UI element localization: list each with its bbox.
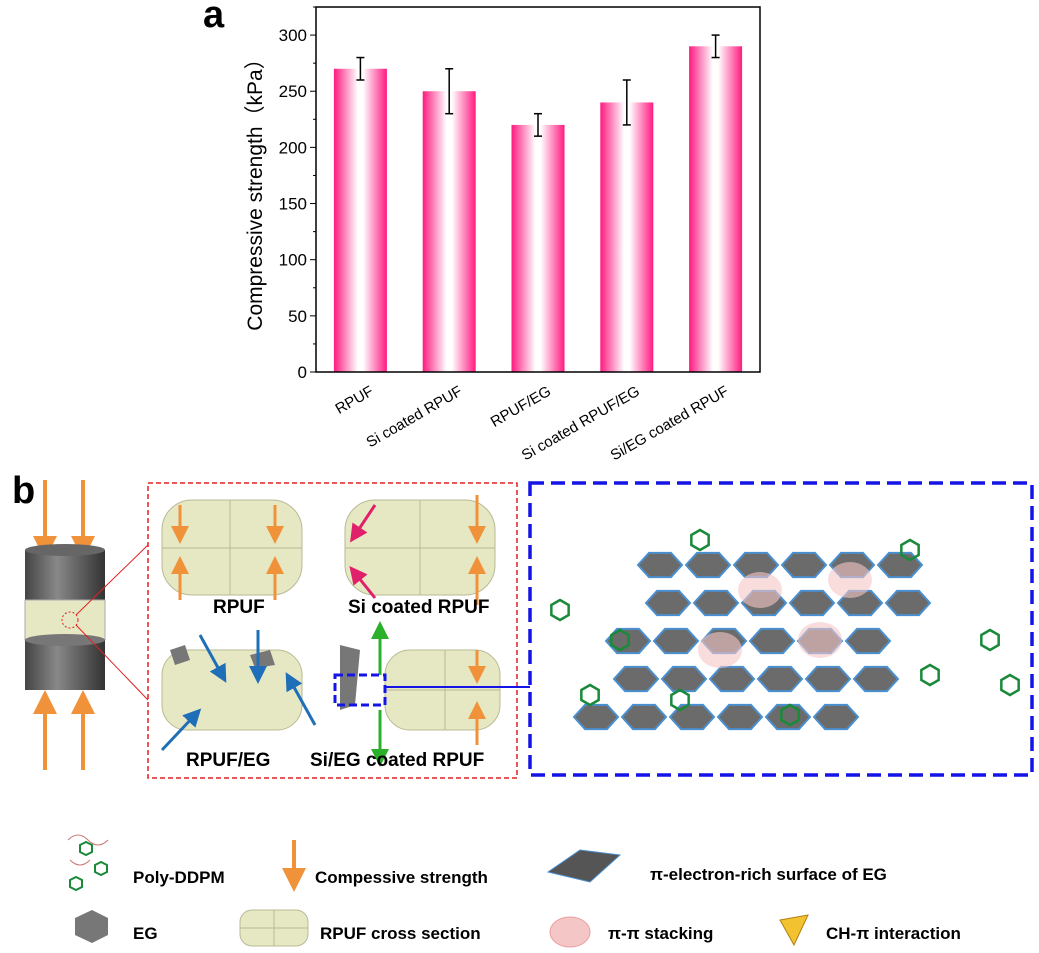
- eg-hexagon: [708, 665, 756, 693]
- red-dashed-box: [147, 482, 518, 779]
- rpuf-cross-section-icon: [239, 909, 309, 947]
- eg-hexagon: [684, 551, 732, 579]
- eg-hexagon: [764, 703, 812, 731]
- blue-arrows: [160, 630, 317, 752]
- y-tick-label: 0: [298, 363, 307, 382]
- error-bar: [622, 79, 631, 126]
- eg-hexagon: [812, 703, 860, 731]
- y-axis-label: Compressive strength（kPa）: [244, 48, 267, 330]
- eg-hexagon: [636, 551, 684, 579]
- y-tick-label: 250: [279, 82, 307, 101]
- x-tick-label: RPUF/EG: [488, 383, 554, 431]
- pi-pi-stacking-icon: [549, 916, 591, 948]
- error-bar: [445, 68, 454, 115]
- benzene-ring: [1000, 673, 1020, 697]
- y-tick-label: 50: [288, 307, 307, 326]
- schematic-diagram: [24, 480, 1034, 779]
- y-tick-label: 300: [279, 26, 307, 45]
- compression-sample: [24, 480, 149, 770]
- legend-poly-ddpm: Poly-DDPM: [133, 868, 225, 887]
- eg-hexagon: [692, 589, 740, 617]
- eg-surface-icon: [546, 849, 622, 883]
- eg-hexagon: [652, 627, 700, 655]
- benzene-ring: [900, 538, 920, 562]
- bar: [511, 124, 565, 372]
- eg-hexagon: [788, 589, 836, 617]
- benzene-ring: [580, 683, 600, 707]
- panel-label-b: b: [12, 470, 36, 512]
- eg-hexagon: [780, 551, 828, 579]
- eg-hexagon: [716, 703, 764, 731]
- benzene-ring: [980, 628, 1000, 652]
- label-si-eg-coated-rpuf: Si/EG coated RPUF: [310, 750, 485, 771]
- eg-hexagon: [852, 665, 900, 693]
- bar: [689, 46, 743, 373]
- eg-hexagon-icon: [75, 910, 108, 943]
- eg-hexagon: [844, 627, 892, 655]
- eg-hexagon: [620, 703, 668, 731]
- eg-hexagon: [756, 665, 804, 693]
- eg-hexagon: [644, 589, 692, 617]
- y-tick-label: 100: [279, 251, 307, 270]
- benzene-ring: [550, 598, 570, 622]
- pi-pi-stacking: [828, 562, 872, 598]
- bar: [600, 102, 654, 372]
- eg-hexagon: [572, 703, 620, 731]
- eg-hexagon-surface: [550, 528, 1020, 731]
- error-bar: [711, 34, 720, 59]
- error-bar: [356, 56, 365, 81]
- label-si-coated-rpuf: Si coated RPUF: [348, 597, 490, 618]
- label-rpuf: RPUF: [213, 597, 265, 618]
- legend-eg-surface: π-electron-rich surface of EG: [650, 865, 887, 884]
- benzene-ring: [610, 628, 630, 652]
- eg-hexagon: [884, 589, 932, 617]
- bar: [422, 91, 476, 372]
- poly-ddpm-icon: [67, 834, 109, 892]
- benzene-ring: [690, 528, 710, 552]
- benzene-ring: [780, 703, 800, 727]
- plot-frame: [315, 6, 761, 373]
- label-rpuf-eg: RPUF/EG: [186, 750, 271, 771]
- pi-pi-stacking: [738, 572, 782, 608]
- benzene-ring: [670, 688, 690, 712]
- eg-hexagon: [660, 665, 708, 693]
- benzene-ring: [920, 663, 940, 687]
- legend-icons: [67, 834, 809, 948]
- pi-pi-stacking: [698, 632, 742, 668]
- compression-arrows: [171, 495, 486, 745]
- legend-compressive-strength: Compessive strength: [315, 868, 488, 887]
- legend-eg: EG: [133, 924, 158, 943]
- eg-hexagon: [612, 665, 660, 693]
- bar: [333, 68, 387, 373]
- panel-label-a: a: [203, 0, 225, 36]
- zoom-box: [333, 673, 387, 707]
- x-tick-label: Si coated RPUF: [364, 383, 466, 451]
- blue-dashed-box: [528, 481, 1034, 777]
- error-bar: [534, 112, 542, 137]
- eg-hexagon: [804, 665, 852, 693]
- eg-flakes: [170, 645, 360, 710]
- ch-pi-triangle-icon: [779, 914, 809, 947]
- legend-rpuf-cross-section: RPUF cross section: [320, 924, 481, 943]
- legend-ch-pi-interaction: CH-π interaction: [826, 924, 961, 943]
- eg-hexagon: [748, 627, 796, 655]
- pink-arrows: [349, 504, 377, 599]
- legend-pi-pi-stacking: π-π stacking: [608, 924, 714, 943]
- y-tick-label: 200: [279, 138, 307, 157]
- pi-pi-stacking: [798, 622, 842, 658]
- x-tick-label: RPUF: [333, 383, 377, 418]
- y-tick-label: 150: [279, 195, 307, 214]
- eg-hexagon: [668, 703, 716, 731]
